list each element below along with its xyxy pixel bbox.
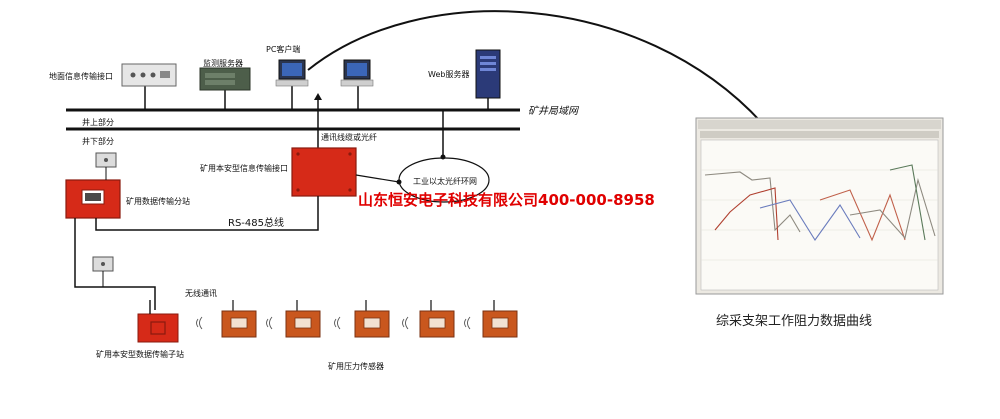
cable-label: 通讯线缆或光纤: [321, 132, 377, 142]
pressure-sensors-label: 矿用压力传感器: [328, 361, 384, 371]
safe-interface-label: 矿用本安型信息传输接口: [200, 163, 288, 173]
rs485-label: RS-485总线: [228, 216, 284, 229]
safe-interface-icon: [291, 147, 357, 197]
child-substation-label: 矿用本安型数据传输子站: [96, 349, 184, 359]
web-server-label: Web服务器: [428, 69, 469, 79]
pc-client-label: PC客户端: [266, 44, 300, 54]
ground-interface-label: 地面信息传输接口: [49, 71, 113, 81]
wireless-signal-icon: [196, 316, 471, 330]
lan-label: 矿井局域网: [528, 105, 580, 117]
data-substation-label: 矿用数据传输分站: [126, 196, 190, 206]
chart-thumbnail: [695, 117, 944, 295]
ring-label: 工业以太光纤环网: [413, 176, 477, 186]
pc-client-icon: [275, 59, 309, 87]
substation-child-link: [74, 218, 156, 310]
pressure-sensor-icon: [419, 300, 455, 338]
web-server-icon: [475, 49, 501, 99]
watermark-text: 山东恒安电子科技有限公司400-000-8958: [358, 191, 655, 209]
wireless-label: 无线通讯: [185, 288, 217, 298]
rs485-bus-line: [95, 196, 319, 231]
surface-label: 井上部分: [82, 117, 114, 127]
pc-client-icon: [340, 59, 374, 87]
monitor-server-label: 监测服务器: [203, 58, 243, 68]
chart-caption: 综采支架工作阻力数据曲线: [716, 314, 872, 329]
junction-box-icon: [95, 152, 117, 168]
interface-ring-link: [355, 174, 400, 183]
pressure-sensor-icon: [221, 300, 257, 338]
junction-box-icon: [92, 256, 114, 272]
pressure-sensor-icon: [482, 300, 518, 338]
underground-label: 井下部分: [82, 136, 114, 146]
pressure-sensor-icon: [285, 300, 321, 338]
fiber-ring-icon: [396, 154, 490, 203]
ground-interface-icon: [121, 63, 177, 87]
link-arc: [307, 10, 763, 124]
child-substation-icon: [137, 300, 179, 343]
data-substation-icon: [65, 179, 121, 219]
pressure-sensor-icon: [354, 300, 390, 338]
arrow-up-icon: [314, 93, 322, 100]
monitor-server-icon: [199, 67, 251, 91]
